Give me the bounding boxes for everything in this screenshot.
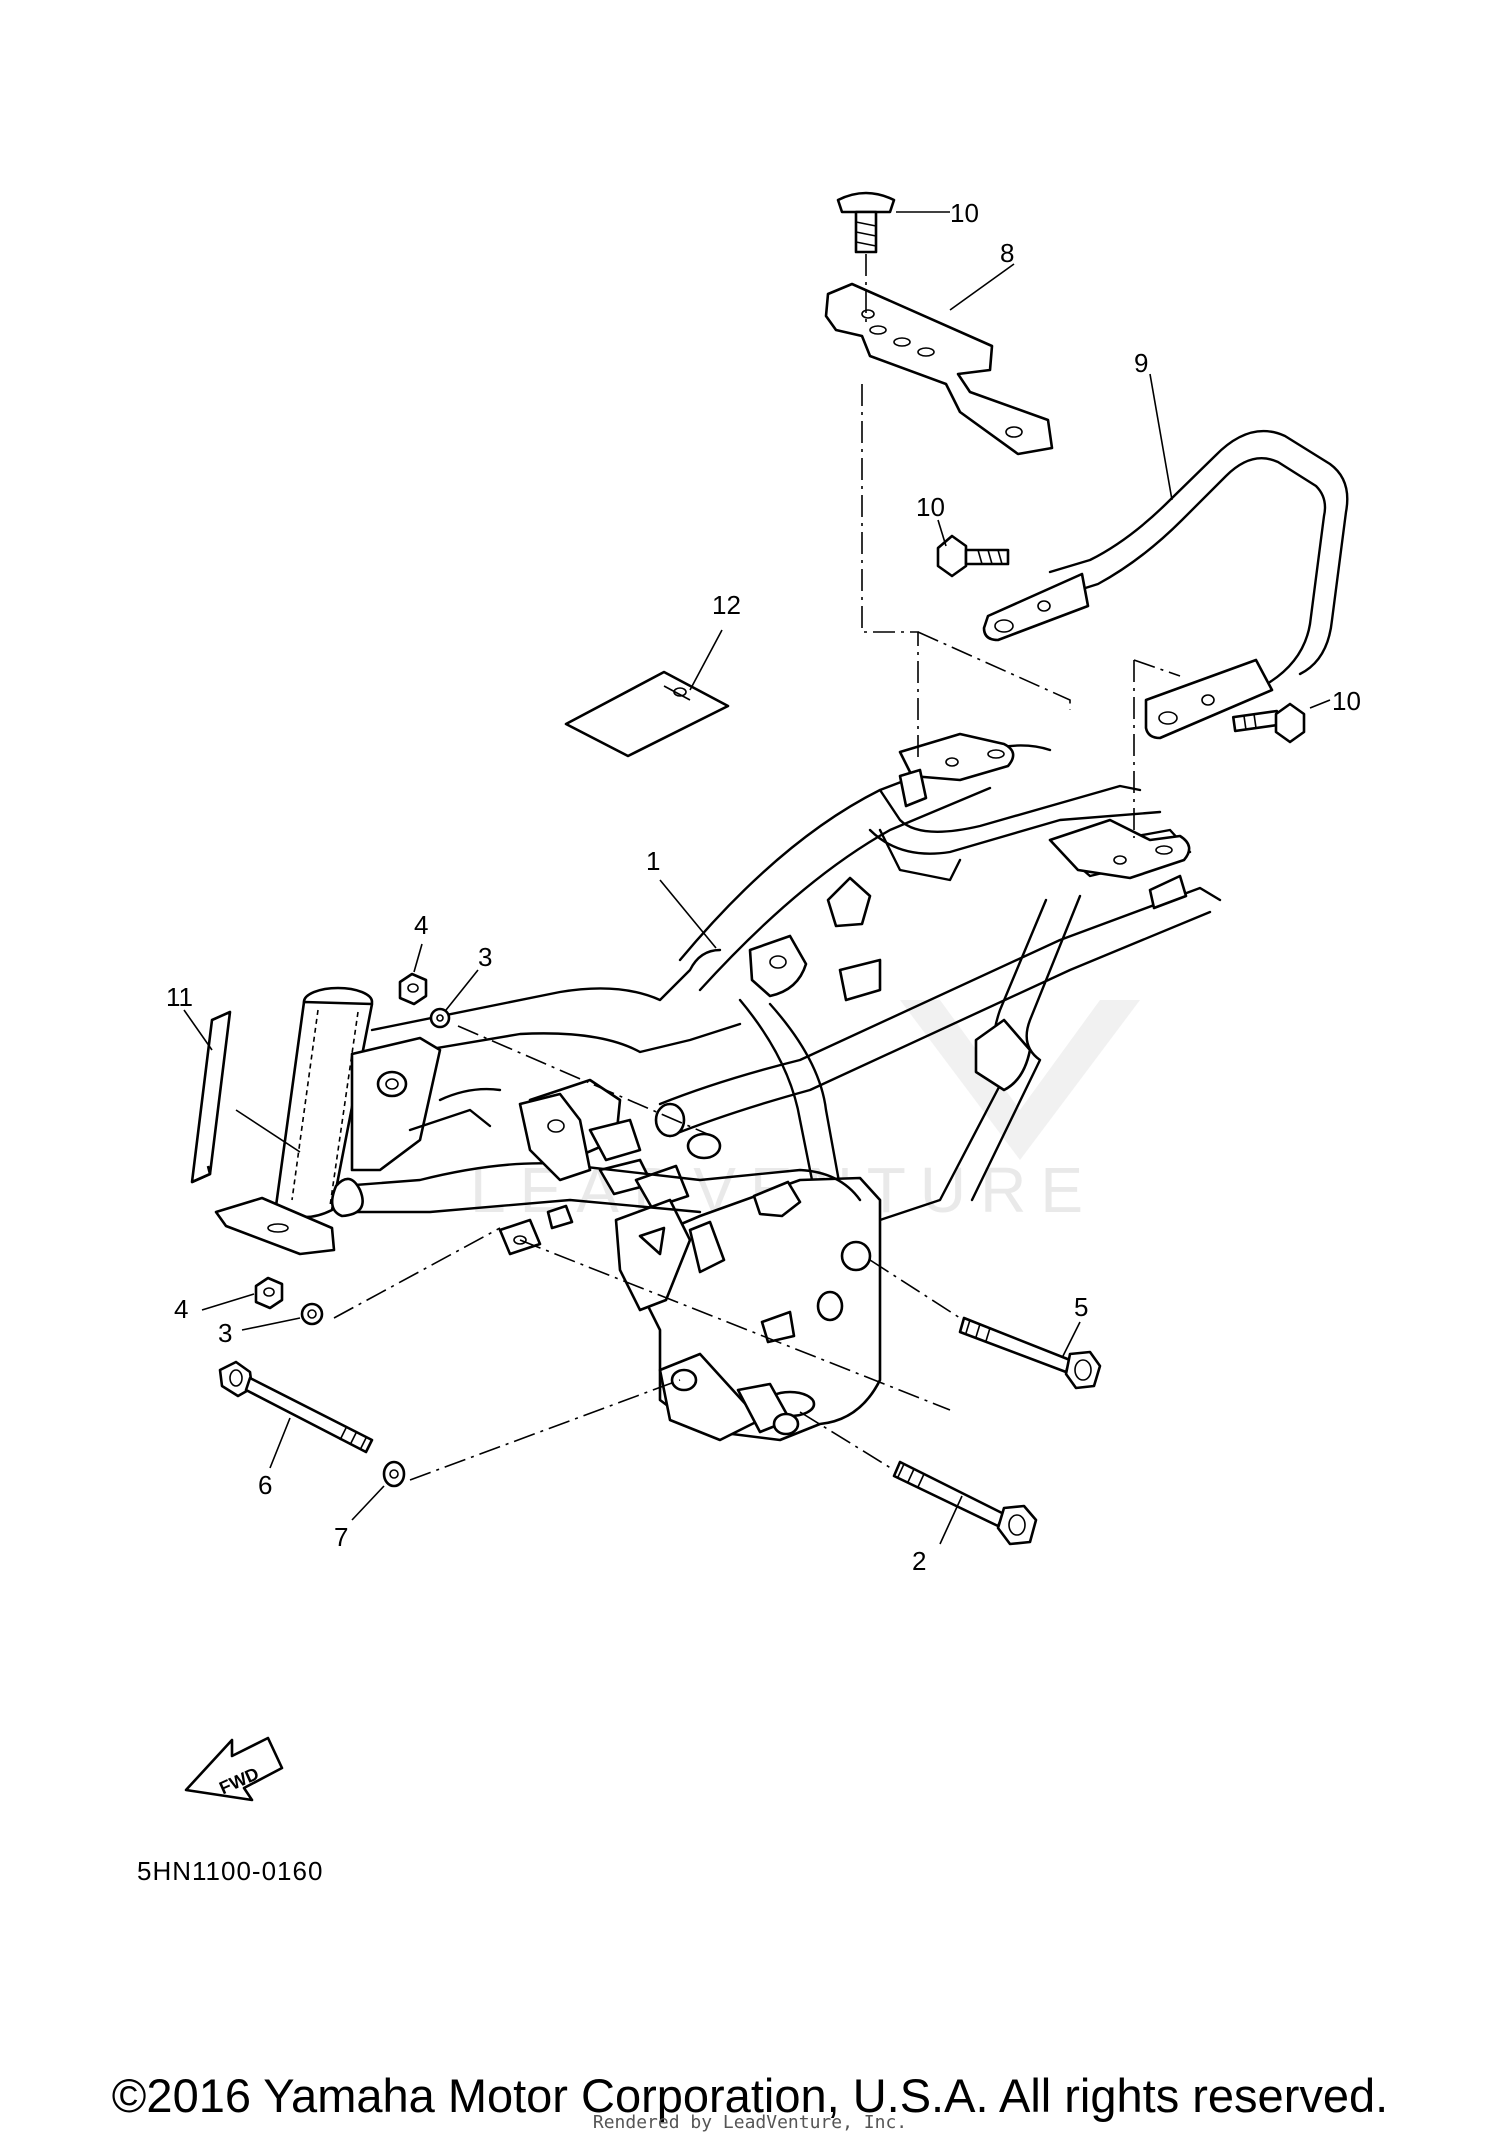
callouts: 10 8 9 10 12 10 1 4 3 11 4 3 5 6 7 2: [166, 198, 1361, 1576]
part-3-washer-upper: [429, 1007, 451, 1029]
callout-11: 11: [166, 982, 193, 1012]
part-10-bolt-top: [836, 191, 896, 254]
part-4-nut-upper: [398, 972, 428, 1006]
part-5-bolt: [958, 1316, 1102, 1390]
callout-10-mid: 10: [916, 492, 945, 522]
callout-5: 5: [1074, 1292, 1088, 1322]
part-8-bracket: [824, 282, 1054, 456]
callout-3-lower: 3: [218, 1318, 232, 1348]
alignment-lines: [333, 254, 1181, 1481]
callout-6: 6: [258, 1470, 272, 1500]
part-2-bolt: [892, 1460, 1038, 1546]
part-7-washer: [382, 1460, 406, 1488]
part-10-bolt-right: [1231, 702, 1306, 744]
copyright-notice: ©2016 Yamaha Motor Corporation, U.S.A. A…: [111, 2069, 1389, 2122]
callout-4-upper: 4: [414, 910, 428, 940]
fwd-direction-arrow: FWD: [184, 1736, 284, 1802]
part-12-label: [564, 670, 730, 758]
callout-8: 8: [1000, 238, 1014, 268]
part-9-grab-bar: [982, 429, 1349, 740]
callout-9: 9: [1134, 348, 1148, 378]
callout-3-upper: 3: [478, 942, 492, 972]
diagram-code: 5HN1100-0160: [137, 1856, 324, 1886]
part-1-frame: [214, 732, 1222, 1442]
part-11-label-strip: [190, 1010, 232, 1184]
callout-2: 2: [912, 1546, 926, 1576]
part-6-bolt: [218, 1360, 374, 1454]
callout-7: 7: [334, 1522, 348, 1552]
part-10-bolt-mid: [936, 534, 1010, 578]
callout-10-top: 10: [950, 198, 979, 228]
callout-12: 12: [712, 590, 741, 620]
part-4-nut-lower: [254, 1276, 284, 1310]
rendered-by-notice: Rendered by LeadVenture, Inc.: [592, 2112, 908, 2133]
part-3-washer-lower: [300, 1302, 324, 1326]
callout-1: 1: [646, 846, 660, 876]
callout-4-lower: 4: [174, 1294, 188, 1324]
leader-lines: [183, 211, 1331, 1545]
callout-10-right: 10: [1332, 686, 1361, 716]
